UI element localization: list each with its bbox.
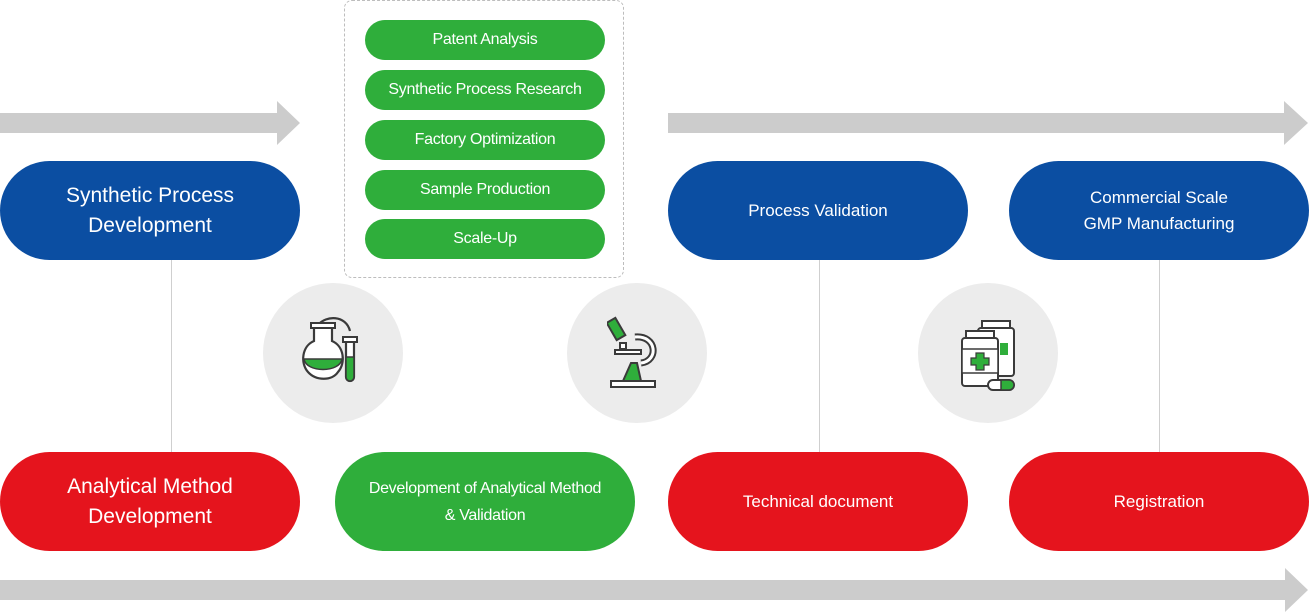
registration-step: Registration [1009,452,1309,551]
sub-steps-box [344,0,624,278]
sub-step-factory-optimization: Factory Optimization [365,120,605,160]
commercial-scale-step: Commercial Scale GMP Manufacturing [1009,161,1309,260]
connector-line-2 [819,258,820,454]
technical-document-step: Technical document [668,452,968,551]
medicine-bottles-icon [961,320,1015,391]
step-label: Synthetic Process Development [65,183,235,237]
synthetic-process-development-step: Synthetic Process Development [0,161,300,260]
sub-step-synthetic-process-research: Synthetic Process Research [365,70,605,110]
connector-line-1 [171,258,172,454]
sub-step-label: Factory Optimization [414,131,556,148]
microscope-icon [607,316,657,388]
step-label: Process Validation [748,200,888,220]
sub-step-label: Synthetic Process Research [388,81,582,98]
step-label: Development of Analytical Method & Valid… [368,479,602,524]
development-analytical-validation-step: Development of Analytical Method & Valid… [335,452,635,551]
analytical-method-development-step: Analytical Method Development [0,452,300,551]
sub-step-patent-analysis: Patent Analysis [365,20,605,60]
microscope-circle [567,283,707,423]
sub-step-label: Patent Analysis [432,31,538,48]
step-label: Commercial Scale GMP Manufacturing [1083,187,1235,233]
flask-circle [263,283,403,423]
connector-line-3 [1159,258,1160,454]
sub-step-sample-production: Sample Production [365,170,605,210]
top-right-arrow [668,101,1308,145]
process-validation-step: Process Validation [668,161,968,260]
sub-step-label: Scale-Up [453,230,517,247]
step-label: Analytical Method Development [67,474,233,528]
step-label: Technical document [742,491,894,511]
sub-step-scale-up: Scale-Up [365,219,605,259]
step-label: Registration [1113,491,1205,511]
flask-icon [302,317,358,383]
sub-step-label: Sample Production [419,181,551,198]
top-left-arrow [0,101,300,145]
bottom-arrow [0,568,1308,612]
medicine-circle [918,283,1058,423]
